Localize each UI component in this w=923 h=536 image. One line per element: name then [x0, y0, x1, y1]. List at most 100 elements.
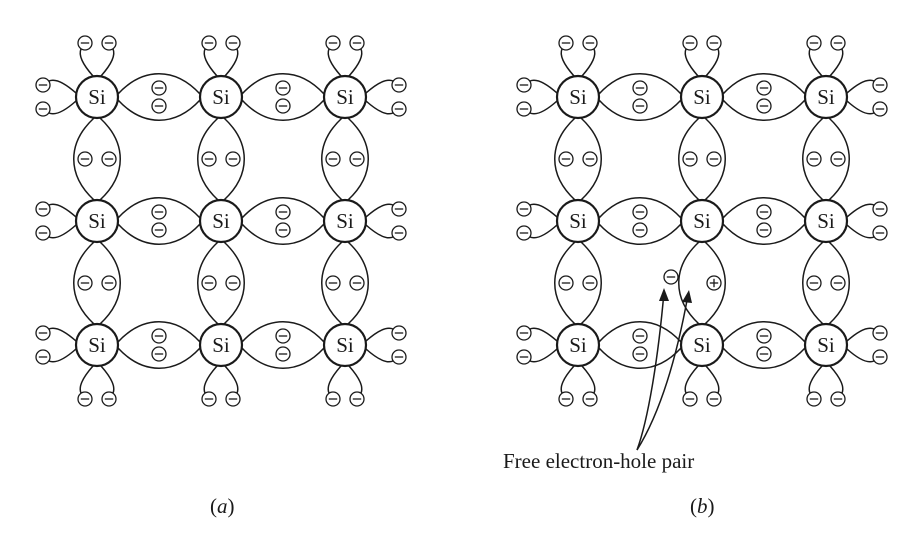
electron-symbol: [35, 349, 51, 365]
dangling-bond: [846, 327, 875, 363]
electron-symbol: [77, 35, 93, 51]
electron-symbol: [830, 35, 846, 51]
electron-symbol: [391, 77, 407, 93]
dangling-bond: [48, 203, 77, 239]
electron-symbol: [582, 35, 598, 51]
covalent-bond: [802, 117, 850, 201]
electron-symbol: [35, 101, 51, 117]
dangling-bond: [365, 203, 394, 239]
electron-symbol: [151, 80, 167, 96]
dangling-bond: [79, 365, 115, 394]
electron-symbol: [806, 391, 822, 407]
dangling-bond: [203, 48, 239, 77]
dangling-bond: [808, 365, 844, 394]
atom-label: Si: [693, 209, 711, 233]
caption-b: (b): [690, 494, 715, 518]
atom-label: Si: [336, 209, 354, 233]
electron-symbol: [35, 77, 51, 93]
covalent-bond: [117, 73, 201, 121]
electron-symbol: [275, 222, 291, 238]
atom-label: Si: [817, 85, 835, 109]
covalent-bond: [722, 321, 806, 369]
covalent-bond: [241, 321, 325, 369]
electron-symbol: [830, 151, 846, 167]
electron-symbol: [582, 391, 598, 407]
electron-symbol: [756, 80, 772, 96]
dangling-bond: [48, 327, 77, 363]
electron-symbol: [325, 35, 341, 51]
electron-symbol: [830, 275, 846, 291]
covalent-bond: [554, 241, 602, 325]
atom-label: Si: [569, 209, 587, 233]
covalent-bond: [722, 197, 806, 245]
electron-symbol: [391, 325, 407, 341]
hole-symbol: [706, 275, 722, 291]
electron-symbol: [101, 275, 117, 291]
silicon-atom: Si: [322, 74, 368, 120]
covalent-bond: [117, 197, 201, 245]
silicon-atom: Si: [74, 198, 120, 244]
electron-symbol: [682, 35, 698, 51]
electron-symbol: [872, 349, 888, 365]
electron-symbol: [558, 35, 574, 51]
electron-symbol: [632, 328, 648, 344]
covalent-bond: [802, 241, 850, 325]
atom-label: Si: [212, 85, 230, 109]
atom-label: Si: [336, 85, 354, 109]
electron-symbol: [632, 98, 648, 114]
electron-symbol: [632, 204, 648, 220]
covalent-bond: [678, 117, 726, 201]
dangling-bond: [846, 79, 875, 115]
electron-symbol: [872, 201, 888, 217]
electron-symbol: [35, 325, 51, 341]
silicon-atom: Si: [322, 198, 368, 244]
atom-label: Si: [569, 333, 587, 357]
electron-symbol: [151, 222, 167, 238]
electron-symbol: [756, 328, 772, 344]
electron-symbol: [275, 328, 291, 344]
electron-symbol: [201, 35, 217, 51]
electron-symbol: [872, 101, 888, 117]
electron-symbol: [391, 349, 407, 365]
dangling-bond: [203, 365, 239, 394]
electron-symbol: [225, 391, 241, 407]
electron-symbol: [201, 151, 217, 167]
dangling-bond: [365, 79, 394, 115]
silicon-atom: Si: [679, 322, 725, 368]
silicon-atom: Si: [322, 322, 368, 368]
electron-symbol: [225, 275, 241, 291]
atom-label: Si: [569, 85, 587, 109]
dangling-bond: [684, 365, 720, 394]
electron-symbol: [516, 325, 532, 341]
covalent-bond: [241, 73, 325, 121]
silicon-atom: Si: [198, 74, 244, 120]
arrowhead-hole: [682, 290, 692, 303]
atom-label: Si: [88, 209, 106, 233]
electron-symbol: [349, 35, 365, 51]
dangling-bond: [846, 203, 875, 239]
dangling-bond: [684, 48, 720, 77]
arrowhead-electron: [659, 288, 669, 301]
electron-symbol: [682, 151, 698, 167]
electron-symbol: [151, 204, 167, 220]
electron-symbol: [225, 35, 241, 51]
electron-symbol: [756, 98, 772, 114]
electron-symbol: [77, 391, 93, 407]
silicon-atom: Si: [555, 198, 601, 244]
covalent-bond: [321, 241, 369, 325]
dangling-bond: [327, 365, 363, 394]
silicon-atom: Si: [803, 198, 849, 244]
electron-symbol: [632, 222, 648, 238]
dangling-bond: [79, 48, 115, 77]
electron-symbol: [101, 35, 117, 51]
electron-hole-annotation: Free electron-hole pair: [503, 288, 694, 473]
electron-symbol: [516, 225, 532, 241]
free-electron-symbol: [663, 269, 679, 285]
electron-symbol: [806, 275, 822, 291]
electron-symbol: [325, 275, 341, 291]
caption-a: (a): [210, 494, 235, 518]
covalent-bond: [678, 241, 726, 325]
electron-symbol: [582, 275, 598, 291]
covalent-bond: [73, 117, 121, 201]
